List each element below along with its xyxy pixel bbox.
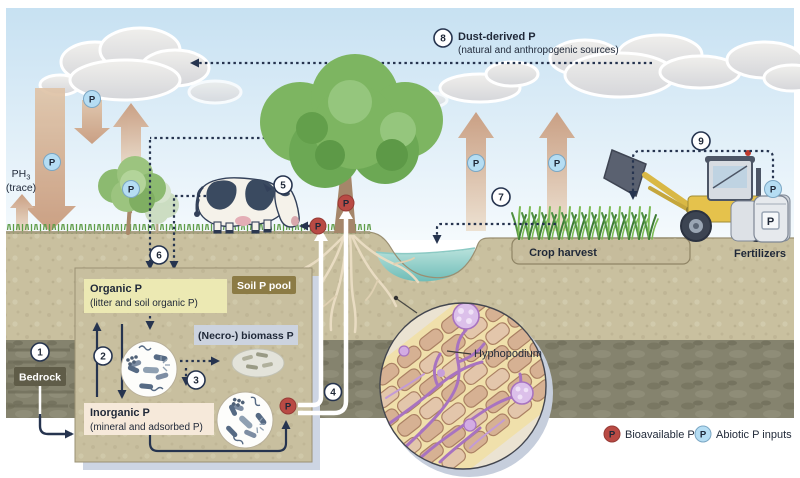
dust-derived-title: Dust-derived P xyxy=(458,31,536,43)
fertilizer-bags: P xyxy=(730,194,791,243)
organic-p-label-box xyxy=(84,279,227,313)
legend-abiotic-label: Abiotic P inputs xyxy=(716,429,792,441)
svg-text:P: P xyxy=(343,199,350,210)
abiotic-p-chips: P P P P P P xyxy=(43,90,782,198)
bedrock-badge xyxy=(14,367,66,386)
legend-abiotic-chip: P xyxy=(694,425,712,443)
svg-text:P: P xyxy=(49,158,56,169)
hyphopodium-pointer xyxy=(446,350,472,355)
bag-p-letter: P xyxy=(767,216,774,228)
step-2: 2 xyxy=(93,346,113,366)
svg-text:P: P xyxy=(315,222,322,233)
organic-p-subtitle: (litter and soil organic P) xyxy=(90,298,198,309)
soil-p-pool-badge xyxy=(232,276,296,294)
step-9: 9 xyxy=(691,131,711,151)
soil-p-pool-box: Soil P pool Organic P (litter and soil o… xyxy=(74,267,320,470)
fertilizer-application-arrow xyxy=(628,149,775,200)
bioavailable-p-chip-grass: P xyxy=(309,217,327,235)
organic-p-title: Organic P xyxy=(90,283,142,295)
bioavailable-p-chip-box: P xyxy=(279,397,297,415)
svg-text:P: P xyxy=(285,402,292,413)
bag-p-label xyxy=(761,211,780,230)
svg-text:P: P xyxy=(554,159,561,170)
inorganic-p-label-box xyxy=(84,403,214,435)
abiotic-p-chip: P xyxy=(83,90,101,108)
svg-text:P: P xyxy=(770,185,777,196)
bioavailable-p-chip-trunk: P xyxy=(337,194,355,212)
svg-text:P: P xyxy=(609,430,616,441)
svg-text:6: 6 xyxy=(156,251,162,262)
legend-bioavailable-label: Bioavailable P xyxy=(625,429,695,441)
step-4: 4 xyxy=(323,382,343,402)
svg-text:P: P xyxy=(128,185,135,196)
necromass-label-box xyxy=(194,325,298,345)
abiotic-p-chip: P xyxy=(467,154,485,172)
soil-microbes-1 xyxy=(120,340,178,398)
emission-arrow-trees xyxy=(113,103,149,172)
uptake-arrowhead-1 xyxy=(314,229,328,241)
step-7: 7 xyxy=(491,187,511,207)
abiotic-p-chip: P xyxy=(43,153,61,171)
step-5: 5 xyxy=(273,175,293,195)
step-8: 8 xyxy=(433,28,453,48)
cow xyxy=(194,177,300,234)
hyphopodium-label: Hyphopodium xyxy=(474,348,542,360)
necromass-label: (Necro-) biomass P xyxy=(198,330,294,342)
weathering-arrow xyxy=(38,414,74,439)
step-6: 6 xyxy=(149,245,169,265)
plant-uptake-arrows xyxy=(298,217,349,416)
abiotic-p-chip: P xyxy=(764,180,782,198)
bedrock-label: Bedrock xyxy=(19,372,61,384)
soil-p-pool-label: Soil P pool xyxy=(237,280,291,292)
fungal-spores xyxy=(398,303,534,432)
legend: P Bioavailable P P Abiotic P inputs xyxy=(603,425,792,443)
svg-text:2: 2 xyxy=(100,352,106,363)
svg-text:1: 1 xyxy=(37,348,43,359)
inorganic-p-title: Inorganic P xyxy=(90,407,150,419)
svg-text:4: 4 xyxy=(330,388,336,399)
inorganic-p-subtitle: (mineral and adsorbed P) xyxy=(90,422,203,433)
svg-text:9: 9 xyxy=(698,137,704,148)
abiotic-p-chip: P xyxy=(122,180,140,198)
grass-strip xyxy=(6,224,372,234)
svg-text:P: P xyxy=(473,159,480,170)
ph3-trace-note: (trace) xyxy=(6,182,36,194)
pond xyxy=(376,248,475,282)
deposition-arrow-small xyxy=(74,100,110,144)
runoff-arrow xyxy=(432,222,556,244)
svg-text:8: 8 xyxy=(440,34,446,45)
inset-callout-line xyxy=(396,298,418,314)
svg-text:P: P xyxy=(700,430,707,441)
uptake-arrowhead-2 xyxy=(339,207,353,219)
necromass-blob xyxy=(231,348,285,378)
svg-text:5: 5 xyxy=(280,181,286,192)
svg-text:P: P xyxy=(89,95,96,106)
large-tree xyxy=(260,54,443,233)
ph3-emission-arrow xyxy=(10,194,34,233)
abiotic-p-chip: P xyxy=(548,154,566,172)
hyphopodium-inset: Hyphopodium xyxy=(379,302,553,477)
legend-bioavailable-chip: P xyxy=(603,425,621,443)
inorganic-to-bioavailable-arrow xyxy=(148,420,291,453)
cow-udder xyxy=(235,216,251,226)
step-1: 1 xyxy=(30,342,50,362)
step-markers: 1 2 3 4 5 6 7 8 9 xyxy=(30,28,711,402)
fertilizers-label: Fertilizers xyxy=(734,248,786,260)
dust-derived-subtitle: (natural and anthropogenic sources) xyxy=(458,45,619,56)
ph3-formula: PH3 xyxy=(12,168,31,182)
svg-text:7: 7 xyxy=(498,193,504,204)
step-3: 3 xyxy=(186,370,206,390)
manure-arrow xyxy=(169,194,206,270)
crop-harvest-label: Crop harvest xyxy=(529,247,597,259)
svg-text:3: 3 xyxy=(193,376,199,387)
